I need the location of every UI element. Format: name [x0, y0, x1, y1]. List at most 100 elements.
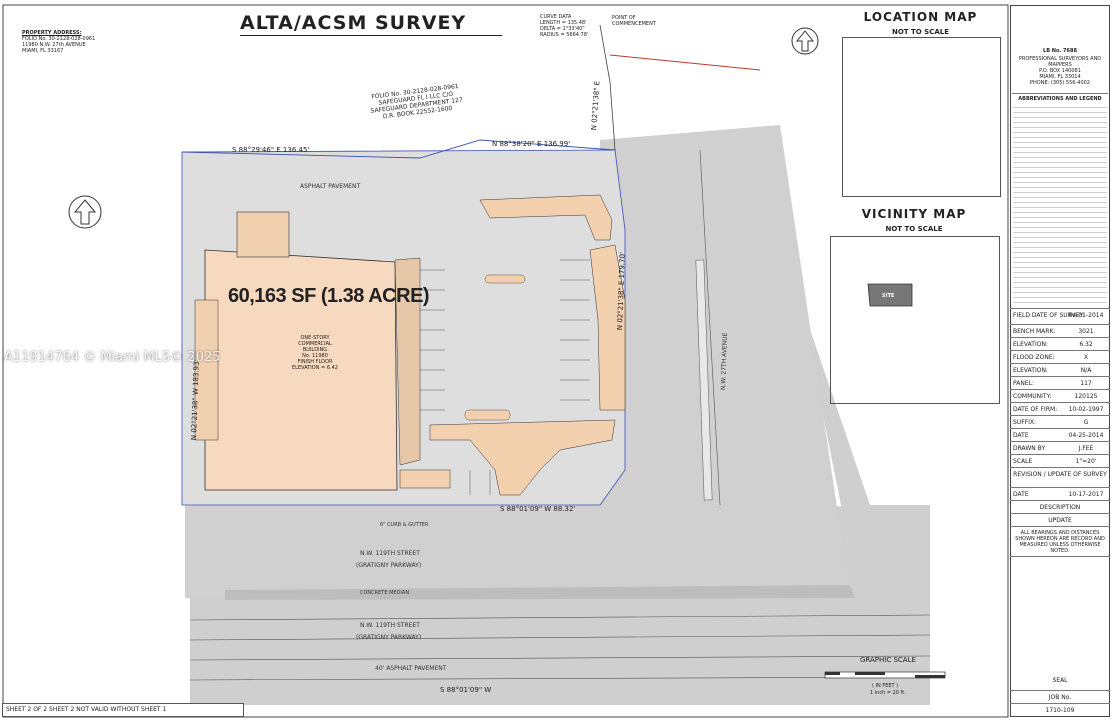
legend-title: ABBREVIATIONS AND LEGEND [1012, 93, 1108, 102]
tb-row-bench-mark: BENCH MARK: 3021 [1010, 324, 1110, 337]
tb-key: SCALE [1013, 458, 1033, 465]
graphic-scale-bar [824, 671, 946, 679]
building-label-line: No. 11980 [302, 353, 328, 359]
ne-tie-line [609, 81, 616, 151]
tb-job-value: 1710-109 [1045, 707, 1075, 714]
curve-data-line: CURVE DATA [540, 14, 572, 20]
tb-row-job-no-value: 1710-109 [1010, 703, 1110, 716]
tb-row-rev-desc: DESCRIPTION [1010, 500, 1110, 513]
lane-line-4 [189, 676, 931, 681]
location-map-subtitle: NOT TO SCALE [891, 28, 950, 36]
bearing-north-right: N 88°38'20" E 136.99' [492, 140, 571, 148]
tb-row-flood-zone: FLOOD ZONE:X [1010, 350, 1110, 363]
tb-key: DATE [1013, 432, 1029, 439]
bearing-bottom: S 88°01'09" W [440, 686, 492, 694]
tb-key: PANEL: [1013, 380, 1034, 387]
building-label-line: BUILDING [302, 347, 328, 353]
vicinity-map-subtitle: NOT TO SCALE [885, 225, 943, 233]
tb-row-revision-heading: REVISION / UPDATE OF SURVEY [1010, 467, 1110, 487]
tb-value: X [1083, 354, 1089, 361]
north-arrow-left-icon [68, 195, 102, 229]
firm-line: MIAMI, FL 33014 [1039, 74, 1081, 80]
tb-key: FIELD DATE OF SURVEY: [1013, 312, 1085, 319]
tb-value: 04-01-2014 [1068, 312, 1104, 319]
point-of-commencement-label: POINT OF COMMENCEMENT [612, 15, 656, 27]
tb-row-drawn-by: DRAWN BY J.FEE [1010, 441, 1110, 454]
tb-key: SUFFIX: [1013, 419, 1037, 426]
median-line-ave [699, 149, 721, 506]
vicinity-site-marker [867, 283, 913, 307]
lane-line-3 [189, 655, 931, 661]
street-label-nw119-b: N.W. 119TH STREET [360, 622, 420, 629]
tb-value: N/A [1080, 367, 1092, 374]
tb-key: BENCH MARK: [1013, 328, 1056, 335]
building-label-line: ELEVATION = 6.42 [292, 365, 338, 371]
tb-value: G [1083, 419, 1089, 426]
curb-island-right [589, 244, 626, 411]
curb-island-top [479, 194, 613, 241]
sheet-note: SHEET 2 OF 2 SHEET 2 NOT VALID WITHOUT S… [2, 703, 244, 717]
tb-row-date-of-firm: DATE OF FIRM:10-02-1997 [1010, 402, 1110, 415]
firm-line: PROFESSIONAL SURVEYORS AND MAPPERS [1018, 56, 1102, 68]
curve-data-block: CURVE DATA LENGTH = 135.48' DELTA = 1°33… [540, 14, 588, 38]
building-annex [194, 299, 219, 441]
property-address-line: MIAMI, FL 33167 [22, 48, 64, 54]
tb-value: 117 [1080, 380, 1092, 387]
tb-key: DRAWN BY [1013, 445, 1046, 452]
tb-value: 120125 [1074, 393, 1098, 400]
building-label: ONE-STORY COMMERCIAL BUILDING No. 11980 … [280, 335, 350, 371]
location-map-frame [842, 37, 1001, 197]
tb-value: REVISION / UPDATE OF SURVEY [1013, 471, 1107, 478]
road-avenue-area [600, 125, 850, 600]
tb-value: 3021 [1078, 328, 1094, 335]
firm-line: P.O. BOX 140081 [1039, 68, 1081, 74]
tb-row-notes: ALL BEARINGS AND DISTANCES SHOWN HEREON … [1010, 526, 1110, 556]
road-street-upper [185, 500, 600, 598]
red-tie-line [609, 54, 761, 71]
tb-value: 10-02-1997 [1068, 406, 1104, 413]
tb-value: 10-17-2017 [1068, 491, 1104, 498]
tb-key: COMMUNITY: [1013, 393, 1052, 400]
tb-value: J.FEE [1078, 445, 1094, 452]
tb-value: DESCRIPTION [1039, 504, 1081, 511]
lb-number: LB No. 7688 [1043, 48, 1077, 54]
graphic-scale-title: GRAPHIC SCALE [860, 656, 916, 664]
bearing-south: S 88°01'09" W 88.32' [500, 505, 576, 513]
median-label: CONCRETE MEDIAN [360, 590, 410, 596]
asphalt-label-1: ASPHALT PAVEMENT [300, 183, 361, 190]
building-label-line: COMMERCIAL [298, 341, 332, 347]
graphic-scale-ratio: 1 inch = 20 ft. [870, 690, 906, 696]
lane-line-2 [189, 634, 931, 641]
curb-island-center-1 [484, 274, 526, 284]
property-address-line: FOLIO No. 30-2128-028-0961 [22, 36, 96, 42]
curve-data-line: DELTA = 1°33'40" [540, 26, 585, 32]
curb-island-bottom [429, 419, 616, 496]
street-label-gratigny-b: (GRATIGNY PARKWAY) [356, 634, 422, 641]
property-address-line: 11980 N.W. 27th AVENUE [22, 42, 86, 48]
ave-median-strip [695, 259, 713, 501]
road-nw-27th-avenue [610, 126, 930, 600]
location-map-title: LOCATION MAP [863, 10, 978, 24]
tb-row-job-no: JOB No. [1010, 690, 1110, 703]
asphalt-label-2: 40' ASPHALT PAVEMENT [375, 665, 447, 672]
property-address-block: PROPERTY ADDRESS: FOLIO No. 30-2128-028-… [22, 30, 95, 54]
tb-row-community: COMMUNITY: 120125 [1010, 389, 1110, 402]
curve-data-line: LENGTH = 135.48' [540, 20, 587, 26]
bearing-north-top: S 88°29'46" E 136.45' [232, 146, 310, 154]
walkway [394, 257, 421, 466]
parking-stalls [420, 259, 590, 495]
tb-key: DATE [1013, 491, 1029, 498]
mls-watermark: A11914764 © Miami MLS© 2025 [4, 350, 221, 365]
survey-title: ALTA/ACSM SURVEY [240, 12, 467, 34]
tb-row-rev-desc-value: UPDATE [1010, 513, 1110, 526]
tb-job-label: JOB No. [1048, 694, 1072, 701]
vicinity-map-title: VICINITY MAP [861, 207, 967, 221]
firm-line: PHONE: (305) 556-4002 [1030, 80, 1090, 86]
concrete-median [225, 585, 855, 600]
tb-key: ELEVATION: [1013, 367, 1048, 374]
graphic-scale-unit: ( IN FEET ) [872, 683, 899, 689]
north-boundary [181, 139, 616, 159]
tb-key: ELEVATION: [1013, 341, 1048, 348]
